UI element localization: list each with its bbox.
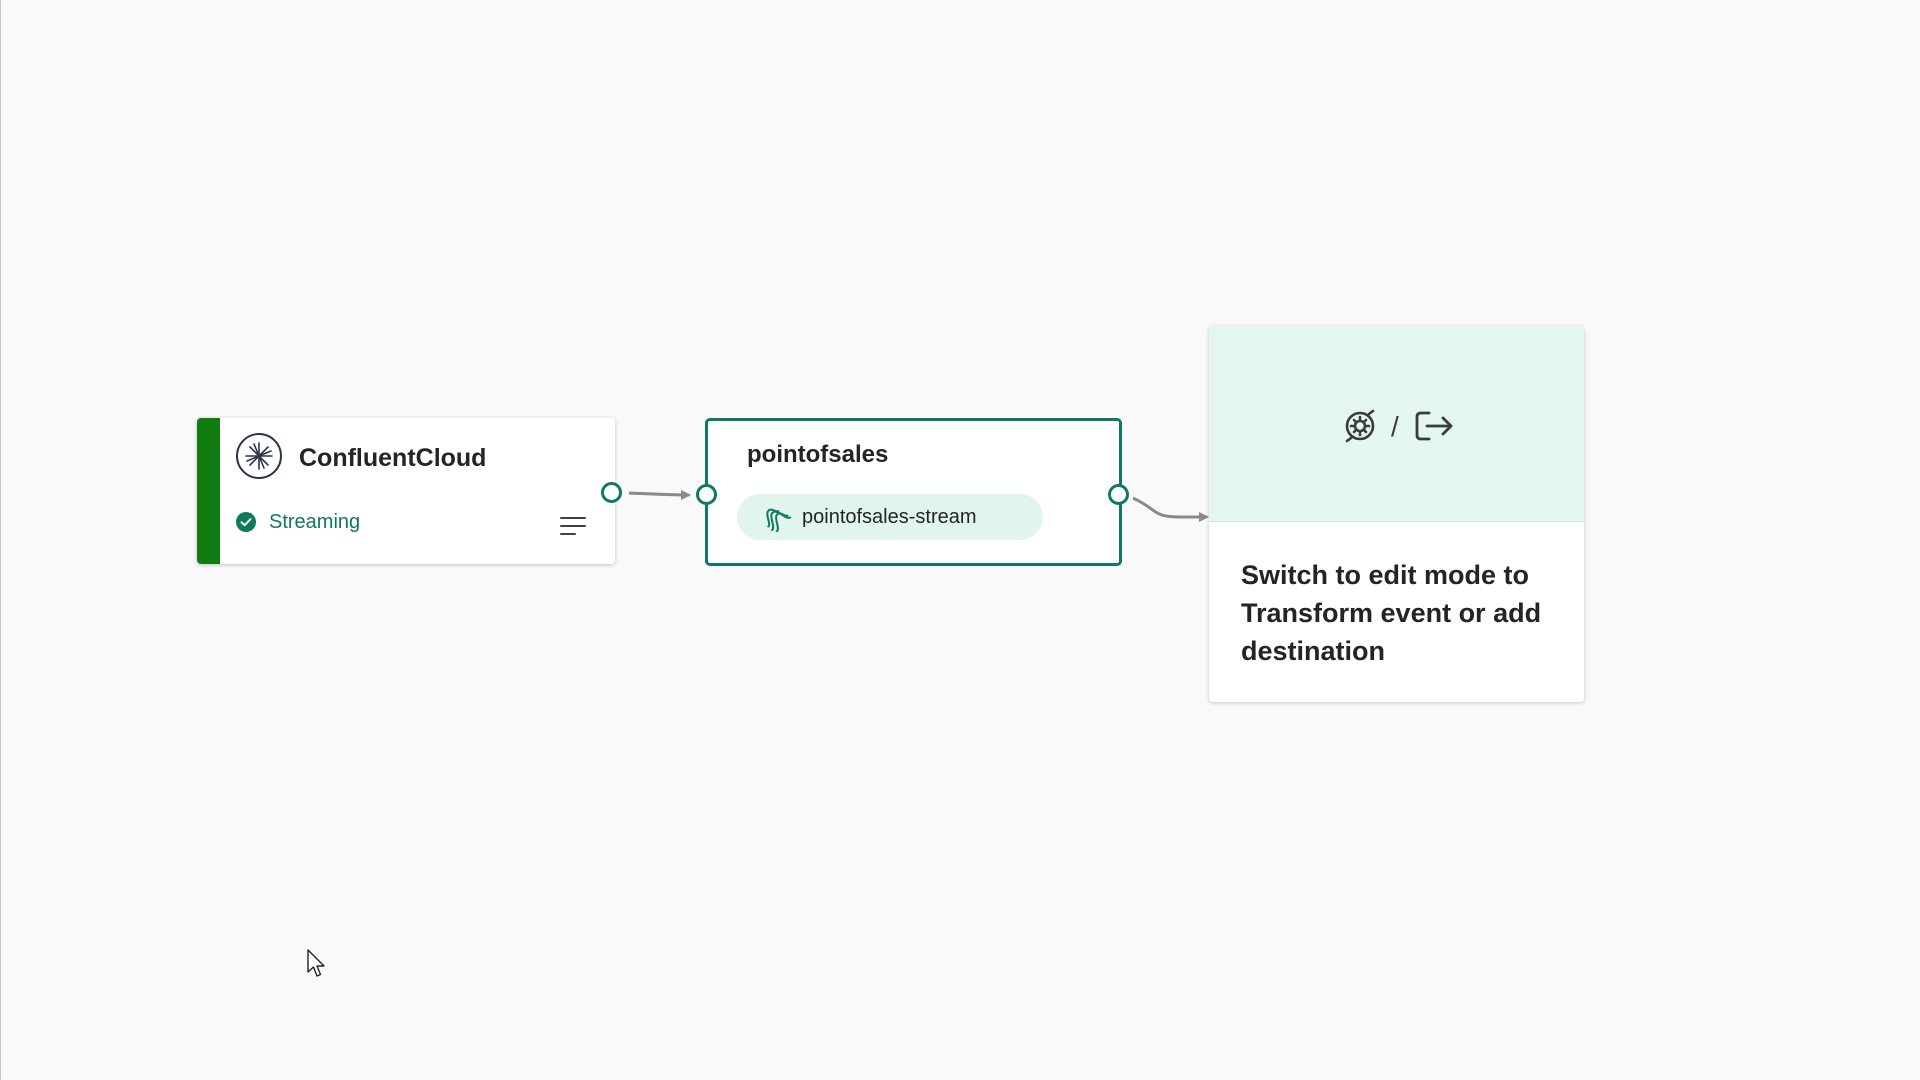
source-output-port[interactable]: [601, 482, 622, 503]
stream-output-port[interactable]: [1108, 484, 1129, 505]
checkmark-circle-icon: [236, 512, 256, 532]
sign-out-icon: [1415, 411, 1453, 441]
stream-input-port[interactable]: [696, 484, 717, 505]
stream-output-label: pointofsales-stream: [802, 506, 977, 528]
stream-icon: [766, 508, 791, 532]
icon-separator: /: [1391, 411, 1399, 442]
stream-title: pointofsales: [747, 441, 889, 468]
edge-stream-to-destination: [1132, 496, 1209, 522]
edge-source-to-stream: [628, 489, 691, 500]
mouse-cursor-icon: [307, 949, 325, 977]
source-status-accent: [197, 418, 220, 564]
stream-node[interactable]: [705, 418, 1122, 566]
transform-gear-icon: [1345, 409, 1375, 443]
source-title: ConfluentCloud: [299, 444, 487, 472]
destination-placeholder-message: Switch to edit mode to Transform event o…: [1241, 560, 1542, 666]
destination-placeholder-card[interactable]: [1209, 326, 1584, 702]
destination-placeholder-header: [1209, 326, 1584, 522]
details-menu-icon[interactable]: [559, 515, 587, 537]
source-status: Streaming: [269, 511, 361, 533]
confluent-logo-icon: [236, 433, 282, 479]
destination-placeholder-icons: /: [1345, 409, 1453, 443]
